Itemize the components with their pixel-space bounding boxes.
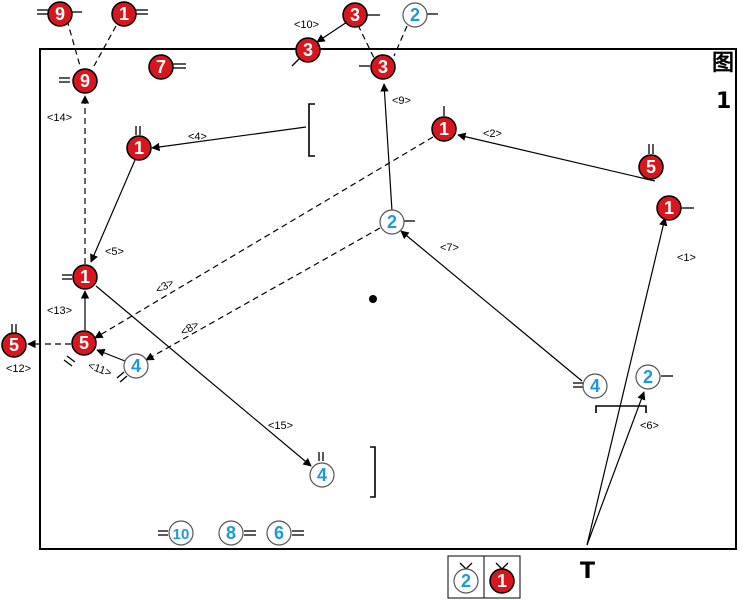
player-red-1-mid: 1 — [72, 264, 98, 290]
svg-text:3: 3 — [303, 40, 313, 60]
route-labels: <1> <2> <3> <4> <5> <6> <7> <8> <9> <10>… — [6, 19, 696, 432]
path-4 — [151, 126, 307, 152]
path-9 — [380, 83, 393, 212]
label-1: <1> — [677, 252, 696, 264]
basket-marker: T — [580, 559, 595, 584]
svg-text:2: 2 — [643, 367, 653, 387]
svg-text:3: 3 — [378, 57, 388, 77]
label-4: <4> — [188, 131, 207, 143]
svg-text:7: 7 — [156, 57, 166, 77]
label-10: <10> — [294, 19, 319, 31]
svg-text:2: 2 — [461, 571, 471, 591]
label-12: <12> — [6, 363, 31, 375]
player-blue-8: 8 — [218, 520, 244, 546]
screen-bracket-bottom — [370, 446, 376, 498]
svg-text:4: 4 — [590, 376, 600, 396]
path-1b — [586, 391, 646, 546]
label-5: <5> — [105, 246, 124, 258]
screen-bracket-right — [595, 405, 647, 413]
svg-text:10: 10 — [173, 526, 190, 543]
svg-text:1: 1 — [134, 138, 144, 158]
facing-ticks — [11, 9, 694, 536]
svg-text:4: 4 — [131, 356, 141, 376]
pass-3 — [94, 136, 434, 339]
svg-text:8: 8 — [226, 523, 236, 543]
label-6: <6> — [640, 420, 659, 432]
player-red-5-left: 5 — [71, 330, 97, 356]
pass-8 — [145, 227, 381, 361]
court-boundary — [39, 48, 737, 550]
path-11 — [96, 348, 126, 362]
pass-top-c — [357, 24, 375, 59]
player-blue-4-bottom: 4 — [309, 462, 335, 488]
path-15 — [95, 285, 312, 467]
player-blue-4-right: 4 — [582, 373, 608, 399]
label-9: <9> — [392, 95, 411, 107]
figure-char: 图 — [712, 51, 734, 76]
player-red-1-right: 1 — [656, 195, 682, 221]
player-red-1-top: 1 — [111, 1, 137, 27]
player-red-9-top: 9 — [47, 1, 73, 27]
path-1a — [586, 217, 668, 546]
svg-text:2: 2 — [410, 5, 420, 25]
svg-text:1: 1 — [497, 571, 507, 591]
label-11: <11> — [86, 360, 113, 380]
path-2 — [457, 132, 656, 182]
player-red-5-outside: 5 — [1, 332, 27, 358]
player-red-7: 7 — [148, 54, 174, 80]
legend-player-red-1: 1 — [489, 568, 515, 594]
red-players: 9 1 9 7 3 3 3 1 1 5 1 1 5 5 — [1, 1, 682, 358]
svg-text:2: 2 — [387, 212, 397, 232]
player-blue-10: 10 — [168, 520, 194, 546]
label-14: <14> — [47, 112, 72, 124]
svg-text:3: 3 — [350, 5, 360, 25]
svg-text:1: 1 — [80, 267, 90, 287]
player-red-9-inside: 9 — [72, 68, 98, 94]
player-red-3-a: 3 — [342, 2, 368, 28]
screen-bracket-top — [308, 103, 315, 157]
player-red-1-left: 1 — [126, 135, 152, 161]
player-blue-2-right: 2 — [635, 364, 661, 390]
svg-text:6: 6 — [274, 523, 284, 543]
pass-top-d — [393, 25, 408, 57]
svg-text:9: 9 — [80, 71, 90, 91]
svg-text:1: 1 — [119, 4, 129, 24]
label-8: <8> — [179, 319, 201, 339]
player-red-3-b: 3 — [295, 37, 321, 63]
svg-text:9: 9 — [55, 4, 65, 24]
path-7 — [400, 230, 583, 382]
path-5 — [90, 159, 136, 263]
pass-top-b — [93, 25, 117, 67]
svg-text:5: 5 — [9, 335, 19, 355]
blue-players: 2 2 4 4 2 4 10 8 6 — [123, 2, 661, 546]
legend: 2 1 — [447, 555, 521, 599]
player-red-5-right: 5 — [638, 154, 664, 180]
figure-number: 1 — [716, 89, 731, 114]
center-spot — [369, 295, 377, 303]
label-15: <15> — [268, 420, 293, 432]
pass-top-a — [66, 19, 81, 67]
svg-text:1: 1 — [664, 198, 674, 218]
player-blue-4-left: 4 — [123, 353, 149, 379]
player-blue-6: 6 — [266, 520, 292, 546]
label-13: <13> — [47, 305, 72, 317]
dashed-paths — [27, 19, 434, 361]
player-red-3-c: 3 — [370, 54, 396, 80]
path-10 — [316, 21, 348, 43]
legend-player-blue-2: 2 — [453, 568, 479, 594]
svg-text:5: 5 — [646, 157, 656, 177]
svg-text:5: 5 — [79, 333, 89, 353]
player-blue-2-center: 2 — [379, 209, 405, 235]
player-blue-2-top: 2 — [402, 2, 428, 28]
player-red-1-center: 1 — [431, 116, 457, 142]
label-2: <2> — [483, 128, 502, 140]
label-7: <7> — [440, 242, 459, 254]
svg-text:4: 4 — [317, 465, 327, 485]
svg-text:1: 1 — [439, 119, 449, 139]
label-3: <3> — [154, 277, 176, 297]
